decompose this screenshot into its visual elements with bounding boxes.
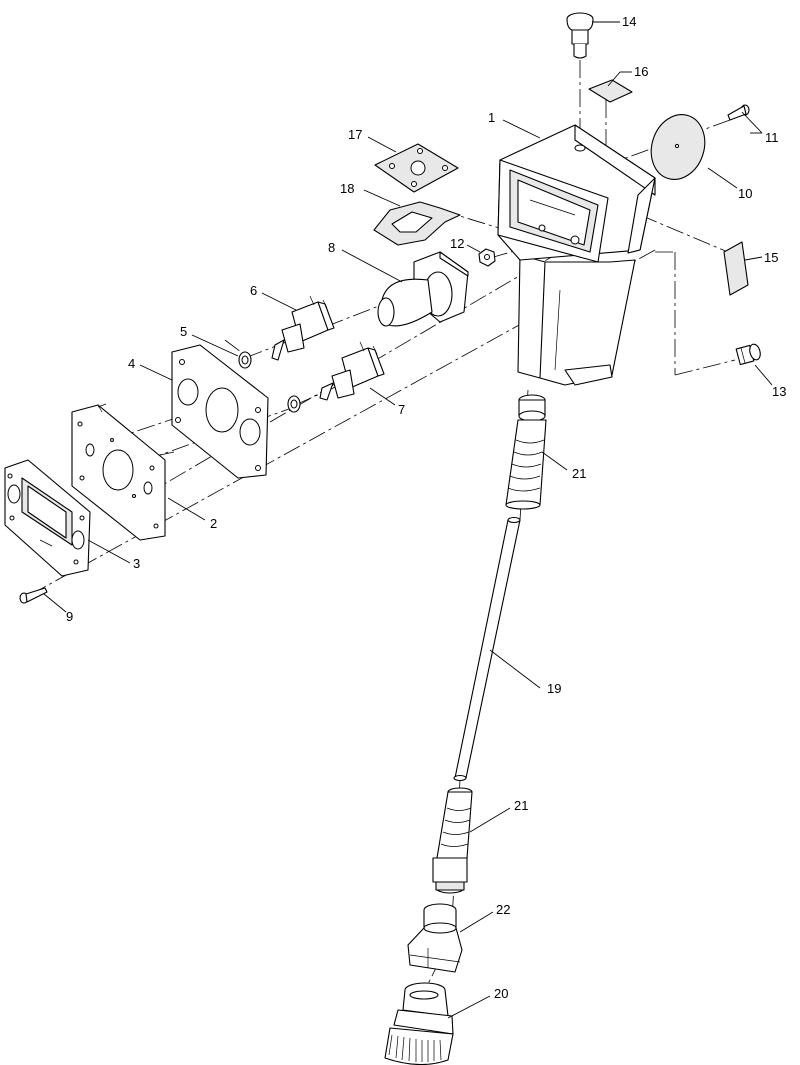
- callout-21-upper: 21: [572, 466, 586, 481]
- part-7-toggle-switch: [319, 341, 385, 401]
- part-15-label: [723, 241, 749, 296]
- part-17-plate: [374, 143, 459, 193]
- callout-8: 8: [328, 240, 335, 255]
- callout-13: 13: [772, 384, 786, 399]
- part-8-joystick: [377, 251, 469, 327]
- callout-2: 2: [210, 516, 217, 531]
- part-18-gasket: [373, 201, 461, 246]
- callout-18: 18: [340, 181, 354, 196]
- callout-21-lower: 21: [514, 798, 528, 813]
- part-5-washer-lower: [287, 395, 301, 413]
- callout-12: 12: [450, 236, 464, 251]
- part-1-handle-housing: [497, 124, 656, 386]
- part-6-toggle-switch: [271, 295, 335, 361]
- part-3-bracket: [4, 459, 91, 577]
- callout-4: 4: [128, 356, 135, 371]
- part-20-circular-connector: [384, 982, 454, 1065]
- callout-1: 1: [488, 110, 495, 125]
- callout-16: 16: [634, 64, 648, 79]
- part-13-connector: [735, 343, 761, 366]
- leader-lines: [43, 21, 773, 1019]
- part-16-label: [588, 79, 633, 103]
- part-2-plate: [71, 403, 175, 541]
- callout-10: 10: [738, 186, 752, 201]
- part-12-nut: [478, 248, 496, 267]
- callout-labels: 14 16 1 11 17 10 18 12 8 15 6 5 4 13 7 2…: [66, 14, 786, 1001]
- callout-5: 5: [180, 324, 187, 339]
- part-21-cable-gland-upper: [505, 394, 547, 510]
- callout-20: 20: [494, 986, 508, 1001]
- callout-19: 19: [547, 681, 561, 696]
- callout-11: 11: [765, 130, 779, 145]
- part-14-push-button: [566, 12, 594, 59]
- part-19-cable: [453, 516, 521, 782]
- callout-7: 7: [398, 402, 405, 417]
- part-5-washer: [238, 351, 252, 369]
- part-11-screw: [727, 104, 750, 121]
- callout-9: 9: [66, 609, 73, 624]
- callout-15: 15: [764, 250, 778, 265]
- callout-14: 14: [622, 14, 636, 29]
- part-4-mounting-plate: [171, 344, 269, 479]
- part-10-disc: [650, 114, 706, 180]
- callout-17: 17: [348, 127, 362, 142]
- callout-3: 3: [133, 556, 140, 571]
- callout-6: 6: [250, 283, 257, 298]
- part-9-screw: [19, 587, 48, 604]
- callout-22: 22: [496, 902, 510, 917]
- part-22-adapter: [407, 903, 463, 973]
- part-21-cable-gland-lower: [432, 787, 473, 894]
